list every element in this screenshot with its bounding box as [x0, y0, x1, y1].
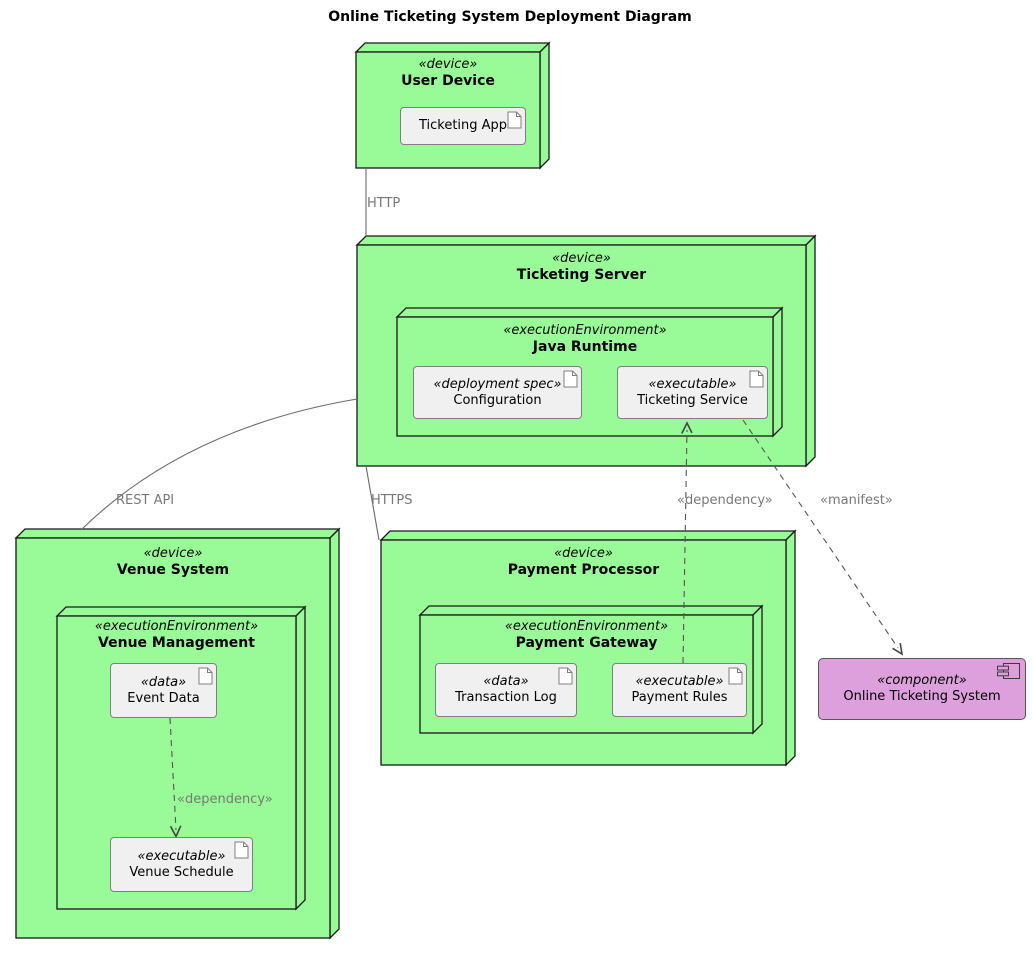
- rest-api-connector: [80, 398, 358, 531]
- event-data-stereotype: «data»: [140, 674, 187, 690]
- artifact-document-icon: [507, 111, 522, 129]
- venue-schedule-stereotype: «executable»: [137, 848, 226, 864]
- artifact-document-icon: [728, 667, 743, 685]
- java-runtime-name: Java Runtime: [532, 339, 638, 355]
- http-label: HTTP: [367, 196, 401, 211]
- user-device-stereotype: «device»: [418, 57, 478, 72]
- dependency-venue-label: «dependency»: [177, 792, 273, 807]
- artifact-document-icon: [749, 370, 764, 388]
- https-connector: [365, 465, 380, 541]
- payment-gateway-stereotype: «executionEnvironment»: [504, 619, 669, 634]
- manifest-arrowhead: [892, 642, 904, 656]
- ticketing-server-stereotype: «device»: [552, 251, 611, 266]
- payment-rules-artifact: «executable» Payment Rules: [612, 663, 747, 717]
- venue-system-name: Venue System: [116, 562, 230, 578]
- artifact-document-icon: [198, 667, 213, 685]
- event-data-artifact: «data» Event Data: [110, 663, 217, 718]
- transaction-log-stereotype: «data»: [483, 674, 529, 689]
- artifact-document-icon: [234, 841, 249, 859]
- configuration-name: Configuration: [453, 392, 542, 408]
- venue-system-caption: «device» Venue System: [16, 546, 330, 578]
- payment-processor-stereotype: «device»: [554, 546, 613, 561]
- java-runtime-caption: «executionEnvironment» Java Runtime: [397, 323, 773, 355]
- component-icon: [997, 663, 1020, 679]
- venue-schedule-artifact: «executable» Venue Schedule: [110, 837, 253, 892]
- ticketing-server-caption: «device» Ticketing Server: [357, 251, 806, 283]
- configuration-artifact: «deployment spec» Configuration: [413, 366, 582, 419]
- ticketing-app-artifact: Ticketing App: [400, 107, 526, 145]
- payment-rules-name: Payment Rules: [631, 690, 728, 705]
- venue-management-stereotype: «executionEnvironment»: [94, 619, 259, 634]
- payment-processor-caption: «device» Payment Processor: [381, 546, 786, 578]
- event-data-name: Event Data: [127, 690, 200, 706]
- ticketing-service-name: Ticketing Service: [637, 392, 748, 408]
- manifest-label: «manifest»: [820, 493, 893, 508]
- payment-processor-name: Payment Processor: [507, 562, 660, 578]
- venue-system-stereotype: «device»: [143, 546, 203, 561]
- https-label: HTTPS: [371, 493, 413, 508]
- dependency-payment-arrowhead: [681, 421, 693, 434]
- rest-api-label: REST API: [116, 493, 175, 508]
- transaction-log-artifact: «data» Transaction Log: [435, 663, 577, 717]
- ticketing-service-stereotype: «executable»: [648, 376, 737, 392]
- dependency-venue-arrowhead: [169, 825, 182, 839]
- transaction-log-name: Transaction Log: [455, 690, 557, 705]
- user-device-name: User Device: [401, 73, 495, 89]
- online-ticketing-system-component: «component» Online Ticketing System: [818, 658, 1026, 720]
- dependency-venue-connector: [169, 717, 177, 831]
- manifest-connector: [742, 419, 899, 649]
- component-name: Online Ticketing System: [843, 689, 1001, 704]
- ticketing-service-artifact: «executable» Ticketing Service: [617, 366, 768, 419]
- artifact-document-icon: [558, 667, 573, 685]
- java-runtime-stereotype: «executionEnvironment»: [503, 323, 667, 338]
- component-stereotype: «component»: [877, 673, 967, 688]
- configuration-stereotype: «deployment spec»: [433, 376, 562, 392]
- user-device-caption: «device» User Device: [356, 57, 540, 89]
- ticketing-app-name: Ticketing App: [418, 118, 508, 133]
- ticketing-server-name: Ticketing Server: [516, 267, 647, 283]
- dependency-payment-connector: [682, 429, 688, 664]
- artifact-document-icon: [563, 370, 578, 388]
- dependency-payment-label: «dependency»: [677, 493, 773, 508]
- venue-management-name: Venue Management: [98, 635, 255, 651]
- venue-management-caption: «executionEnvironment» Venue Management: [57, 619, 296, 651]
- diagram-title: Online Ticketing System Deployment Diagr…: [328, 9, 692, 25]
- payment-gateway-caption: «executionEnvironment» Payment Gateway: [420, 619, 753, 651]
- payment-rules-stereotype: «executable»: [635, 674, 724, 689]
- payment-gateway-name: Payment Gateway: [515, 635, 658, 651]
- venue-schedule-name: Venue Schedule: [129, 864, 234, 880]
